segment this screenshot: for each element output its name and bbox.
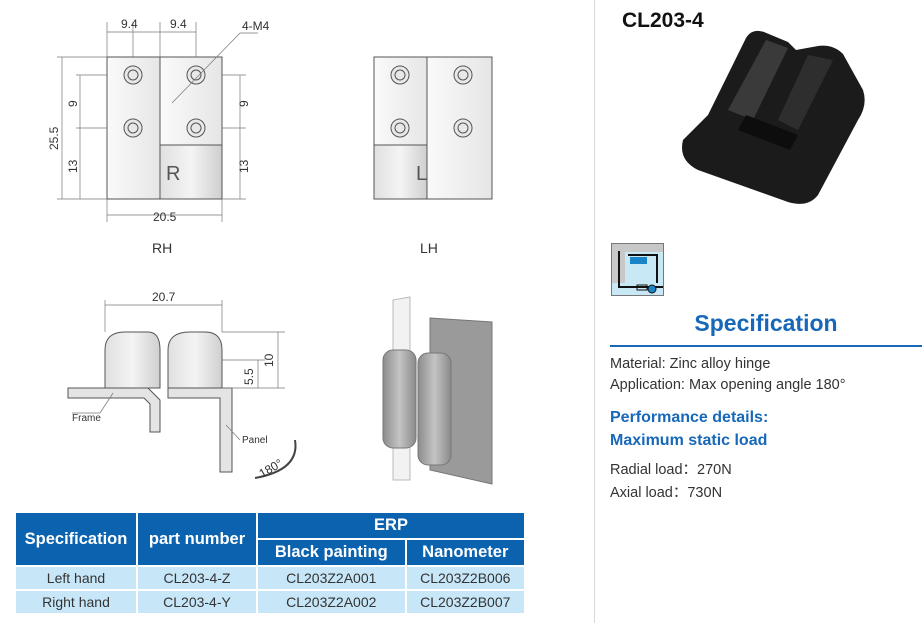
cell-nano: CL203Z2B007 [404,589,527,615]
side-view-drawing [67,300,297,479]
dim-13-left: 13 [66,159,80,173]
rh-label: RH [152,240,172,256]
cell-part: CL203-4-Z [136,565,258,591]
header-nanometer: Nanometer [404,538,527,567]
lh-label: LH [420,240,438,256]
cell-part: CL203-4-Y [136,589,258,615]
dim-25-5: 25.5 [47,126,61,150]
dim-20-7: 20.7 [152,290,176,304]
table-row: Right hand CL203-4-Y CL203Z2A002 CL203Z2… [14,589,527,615]
dim-5-5: 5.5 [242,368,256,385]
specification-heading: Specification [694,310,838,336]
rh-drawing [57,22,258,222]
product-photo [682,30,865,204]
panel-label: Panel [242,435,268,446]
header-part-number: part number [136,511,258,567]
radial-load-text: Radial load：270N [610,462,732,478]
dim-9-right: 9 [237,100,251,107]
cell-nano: CL203Z2B006 [404,565,527,591]
lh-drawing [373,56,493,200]
table-row: Left hand CL203-4-Z CL203Z2A001 CL203Z2B… [14,565,527,591]
mounting-type-icon [611,243,664,296]
cell-black: CL203Z2A001 [256,565,407,591]
dim-9-4-right: 9.4 [170,17,187,31]
cell-spec: Left hand [14,565,138,591]
axial-load-text: Axial load：730N [610,485,723,501]
header-specification: Specification [14,511,138,567]
heading-underline [610,345,922,347]
rh-mark: R [166,163,180,185]
static-load-heading: Maximum static load [610,432,768,449]
part-number-table: Specification part number ERP Black pain… [14,511,527,615]
material-text: Material: Zinc alloy hinge [610,356,771,372]
thread-label: 4-M4 [242,19,270,33]
header-erp: ERP [256,511,526,540]
dim-20-5: 20.5 [153,210,177,224]
dim-10: 10 [262,353,276,367]
cell-black: CL203Z2A002 [256,589,407,615]
technical-drawings: 9.4 9.4 4-M4 25.5 9 13 9 13 20.5 R RH L … [47,17,493,485]
application-text: Application: Max opening angle 180° [610,377,846,393]
lh-mark: L [416,163,427,185]
performance-heading: Performance details: [610,409,769,426]
product-title: CL203-4 [622,9,704,32]
frame-label: Frame [72,413,101,424]
column-divider [594,0,595,623]
dim-9-4-left: 9.4 [121,17,138,31]
cell-spec: Right hand [14,589,138,615]
hinge-3d-illustration [382,296,493,485]
header-black-painting: Black painting [256,538,407,567]
dim-9-left: 9 [66,100,80,107]
angle-label: 180° [257,456,286,481]
dim-13-right: 13 [237,159,251,173]
